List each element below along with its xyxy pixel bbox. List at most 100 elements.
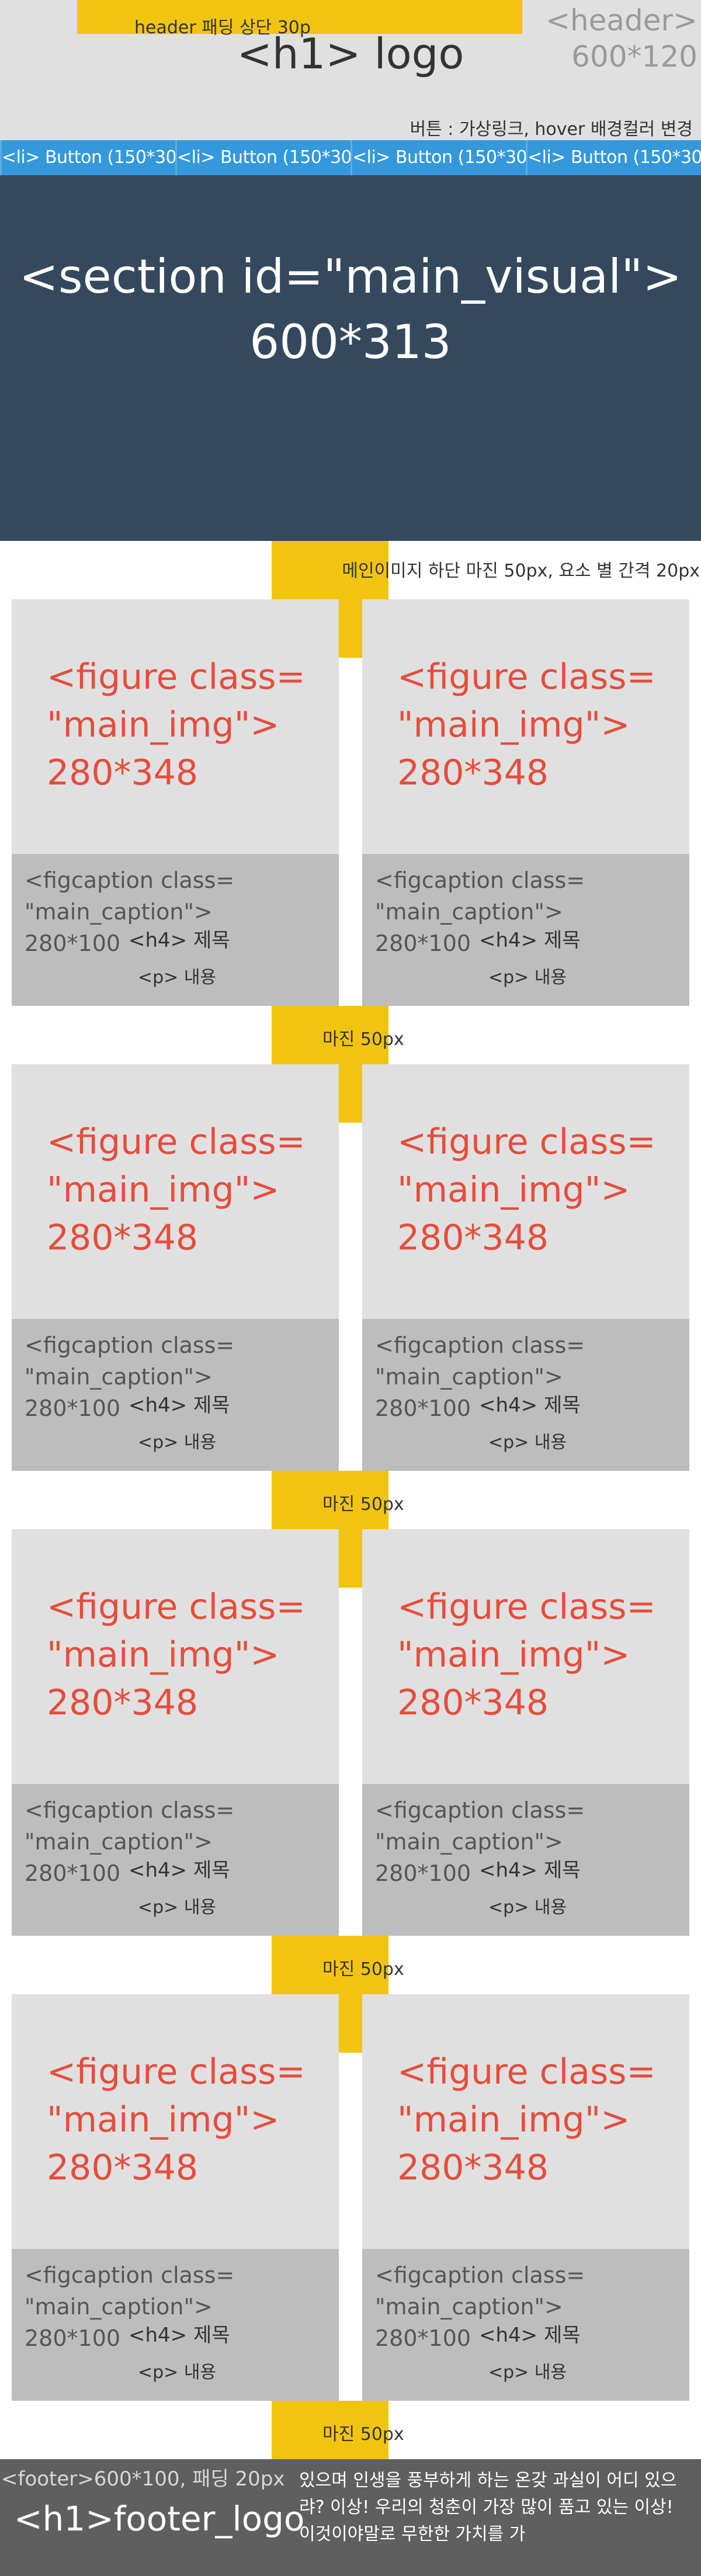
- caption-size: 280*100: [375, 931, 471, 956]
- caption-label-line: "main_caption">: [25, 2294, 213, 2320]
- caption-label-line: <figcaption class=: [25, 1797, 235, 1823]
- caption-heading: <h4> 제목: [479, 1859, 581, 1882]
- caption-heading: <h4> 제목: [129, 2324, 230, 2347]
- caption-size: 280*100: [375, 2325, 471, 2351]
- nav-button-4[interactable]: <li> Button (150*30): [526, 140, 701, 175]
- figure-label-line: <figure class=: [47, 657, 306, 697]
- caption-label-line: <figcaption class=: [375, 2262, 585, 2288]
- figure-size: 280*348: [397, 1682, 549, 1723]
- gap-indicator: [339, 599, 362, 658]
- figure-label: <figure class= "main_img"> 280*348: [397, 653, 656, 797]
- main-nav: <li> Button (150*30) <li> Button (150*30…: [0, 140, 701, 175]
- figure-size: 280*348: [397, 752, 549, 793]
- margin-indicator: [272, 541, 388, 599]
- figure-main-img: <figure class= "main_img"> 280*348 <figc…: [12, 1064, 339, 1471]
- figure-label: <figure class= "main_img"> 280*348: [397, 1583, 656, 1727]
- caption-heading: <h4> 제목: [479, 2324, 581, 2347]
- button-note: 버튼 : 가상링크, hover 배경컬러 변경: [410, 119, 693, 140]
- figcaption: <figcaption class= "main_caption"> 280*1…: [362, 854, 689, 1006]
- figure-label: <figure class= "main_img"> 280*348: [47, 1118, 306, 1262]
- caption-size: 280*100: [375, 1395, 471, 1421]
- caption-label: <figcaption class= "main_caption"> 280*1…: [25, 2259, 234, 2354]
- figure-label-line: "main_img">: [397, 704, 630, 745]
- figcaption: <figcaption class= "main_caption"> 280*1…: [12, 2249, 339, 2401]
- figcaption: <figcaption class= "main_caption"> 280*1…: [12, 1319, 339, 1471]
- caption-heading: <h4> 제목: [129, 1859, 230, 1882]
- figure-label-line: <figure class=: [397, 1586, 656, 1627]
- nav-button-3[interactable]: <li> Button (150*30): [350, 140, 526, 175]
- nav-button-1[interactable]: <li> Button (150*30): [0, 140, 175, 175]
- margin-indicator: [272, 1006, 388, 1064]
- caption-label-line: <figcaption class=: [375, 867, 585, 893]
- margin-indicator: [272, 1471, 388, 1529]
- footer-text: 있으며 인생을 풍부하게 하는 온갖 과실이 어디 있으랴? 이상! 우리의 청…: [299, 2470, 677, 2544]
- caption-heading: <h4> 제목: [129, 1394, 230, 1417]
- caption-size: 280*100: [375, 1860, 471, 1886]
- main-visual-title: <section id="main_visual">: [19, 249, 682, 304]
- nav-button-2[interactable]: <li> Button (150*30): [175, 140, 350, 175]
- gap-indicator: [339, 1529, 362, 1588]
- figure-label: <figure class= "main_img"> 280*348: [47, 653, 306, 797]
- header-padding-note: header 패딩 상단 30p: [134, 18, 311, 38]
- caption-body: <p> 내용: [138, 1897, 217, 1918]
- figure-main-img: <figure class= "main_img"> 280*348 <figc…: [362, 1064, 689, 1471]
- caption-body: <p> 내용: [488, 1432, 567, 1453]
- figure-label-line: <figure class=: [397, 657, 656, 697]
- figure-size: 280*348: [397, 1217, 549, 1258]
- caption-label-line: <figcaption class=: [25, 2262, 235, 2288]
- figure-label-line: "main_img">: [47, 704, 280, 745]
- caption-label-line: <figcaption class=: [375, 1797, 585, 1823]
- caption-label-line: "main_caption">: [375, 1829, 563, 1855]
- figure-size: 280*348: [47, 1217, 199, 1258]
- caption-label-line: "main_caption">: [25, 1364, 213, 1390]
- caption-size: 280*100: [25, 1860, 121, 1886]
- figure-main-img: <figure class= "main_img"> 280*348 <figc…: [362, 1529, 689, 1936]
- figure-label-line: "main_img">: [397, 1169, 630, 1210]
- caption-body: <p> 내용: [488, 1897, 567, 1918]
- figure-size: 280*348: [47, 1682, 199, 1723]
- margin-note: 마진 50px: [322, 1959, 404, 1980]
- figure-main-img: <figure class= "main_img"> 280*348 <figc…: [362, 599, 689, 1006]
- figure-label-line: "main_img">: [47, 1634, 280, 1675]
- footer-logo[interactable]: <h1>footer_logo: [14, 2499, 305, 2539]
- gap-indicator: [339, 1064, 362, 1123]
- caption-label-line: "main_caption">: [25, 899, 213, 925]
- figure-label: <figure class= "main_img"> 280*348: [397, 1118, 656, 1262]
- caption-label: <figcaption class= "main_caption"> 280*1…: [375, 1794, 585, 1889]
- figure-label: <figure class= "main_img"> 280*348: [47, 2048, 306, 2192]
- caption-size: 280*100: [25, 931, 121, 956]
- figcaption: <figcaption class= "main_caption"> 280*1…: [362, 1784, 689, 1936]
- gap-indicator: [339, 1994, 362, 2053]
- margin-indicator: [272, 2401, 388, 2459]
- caption-label: <figcaption class= "main_caption"> 280*1…: [25, 1329, 234, 1424]
- margin-note: 마진 50px: [322, 2424, 404, 2445]
- figure-label-line: "main_img">: [397, 2099, 630, 2140]
- header-size-label: <header> 600*120: [546, 2, 697, 75]
- footer-size-label: <footer>600*100, 패딩 20px: [1, 2467, 285, 2491]
- caption-label-line: <figcaption class=: [25, 1332, 235, 1358]
- caption-label-line: "main_caption">: [25, 1829, 213, 1855]
- figure-label-line: "main_img">: [47, 2099, 280, 2140]
- caption-label: <figcaption class= "main_caption"> 280*1…: [375, 865, 585, 959]
- figcaption: <figcaption class= "main_caption"> 280*1…: [362, 2249, 689, 2401]
- figure-main-img: <figure class= "main_img"> 280*348 <figc…: [12, 1529, 339, 1936]
- figure-size: 280*348: [397, 2147, 549, 2188]
- figure-size: 280*348: [47, 752, 199, 793]
- margin-note: 메인이미지 하단 마진 50px, 요소 별 간격 20px: [342, 561, 700, 581]
- main-visual-size: 600*313: [249, 315, 452, 369]
- header-padding-indicator: [77, 0, 522, 34]
- figure-label: <figure class= "main_img"> 280*348: [47, 1583, 306, 1727]
- caption-body: <p> 내용: [138, 2362, 217, 2383]
- figure-size: 280*348: [47, 2147, 199, 2188]
- main-visual: <section id="main_visual"> 600*313: [0, 175, 701, 541]
- margin-indicator: [272, 1936, 388, 1994]
- figure-label-line: <figure class=: [47, 2051, 306, 2092]
- caption-label: <figcaption class= "main_caption"> 280*1…: [25, 1794, 234, 1889]
- caption-label-line: <figcaption class=: [375, 1332, 585, 1358]
- margin-note: 마진 50px: [322, 1029, 404, 1050]
- figcaption: <figcaption class= "main_caption"> 280*1…: [12, 854, 339, 1006]
- figure-label: <figure class= "main_img"> 280*348: [397, 2048, 656, 2192]
- figure-main-img: <figure class= "main_img"> 280*348 <figc…: [12, 599, 339, 1006]
- caption-label-line: "main_caption">: [375, 2294, 563, 2320]
- header-logo[interactable]: <h1> logo: [237, 29, 464, 78]
